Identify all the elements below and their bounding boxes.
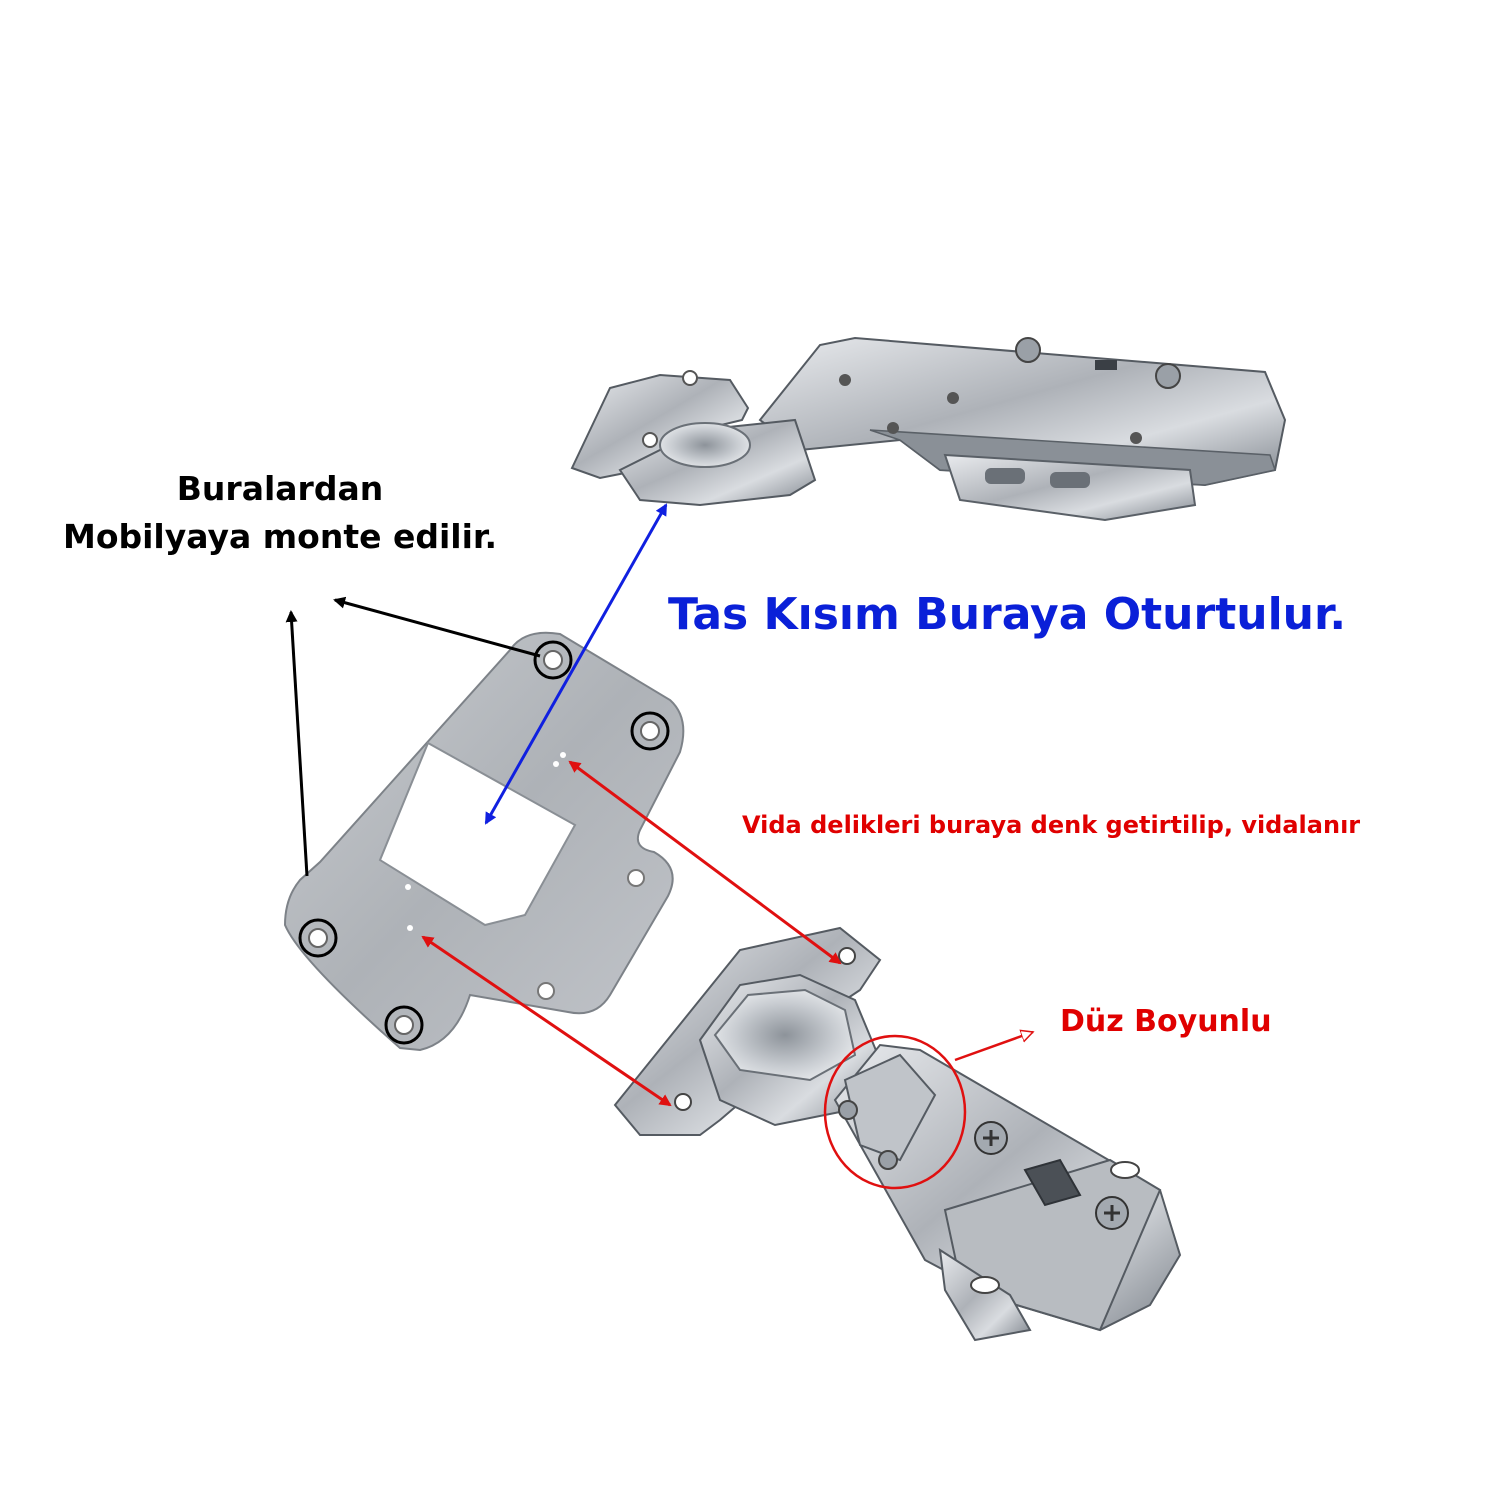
screw-arrow-lower bbox=[421, 935, 672, 1107]
mount-arrow-up bbox=[285, 610, 309, 877]
cup-label: Tas Kısım Buraya Oturtulur. bbox=[668, 589, 1347, 640]
mounting-plate-icon bbox=[283, 631, 685, 1052]
hinge-open-icon bbox=[570, 336, 1287, 522]
mount-label: Buralardan Mobilyaya monte edilir. bbox=[40, 470, 520, 556]
mount-hole bbox=[298, 918, 338, 958]
mount-label-line1: Buralardan bbox=[176, 469, 384, 508]
cup-arrow bbox=[484, 503, 668, 825]
neck-arrow bbox=[954, 1032, 1033, 1062]
hinge-closed-icon bbox=[613, 926, 1182, 1342]
screw-label: Vida delikleri buraya denk getirtilip, v… bbox=[742, 811, 1361, 839]
mount-arrow-left bbox=[333, 596, 541, 658]
screw-arrow-upper bbox=[568, 760, 842, 965]
neck-highlight-circle bbox=[823, 1034, 967, 1190]
neck-label: Düz Boyunlu bbox=[1060, 1004, 1272, 1039]
mount-label-line2: Mobilyaya monte edilir. bbox=[62, 516, 498, 556]
